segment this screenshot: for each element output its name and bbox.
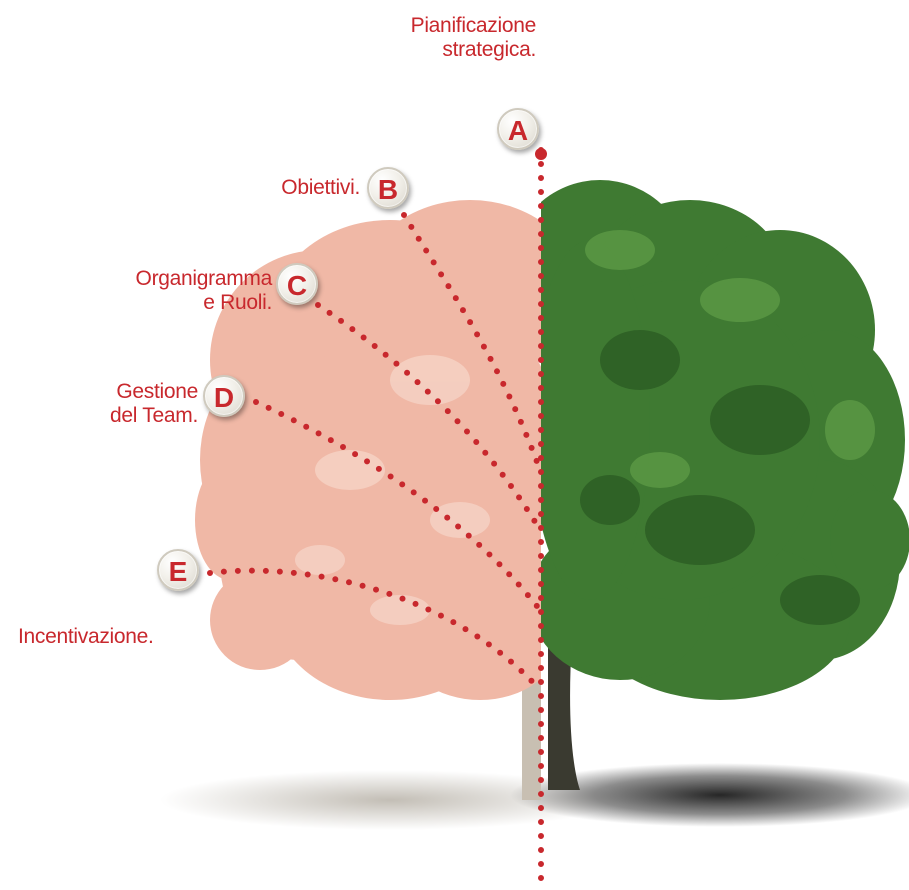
badge-b: B: [367, 167, 409, 209]
label-a-line1: Pianificazione: [330, 14, 536, 38]
label-e: Incentivazione.: [18, 625, 154, 649]
badge-d: D: [203, 375, 245, 417]
badge-c: C: [276, 263, 318, 305]
label-c-line2: e Ruoli.: [60, 291, 272, 315]
tree-right-green: [510, 180, 909, 790]
label-a-line2: strategica.: [330, 38, 536, 62]
label-a: Pianificazione strategica.: [330, 14, 536, 62]
label-d-line2: del Team.: [40, 404, 198, 428]
label-b: Obiettivi.: [200, 176, 360, 200]
label-e-line1: Incentivazione.: [18, 625, 154, 649]
label-d-line1: Gestione: [40, 380, 198, 404]
label-d: Gestione del Team.: [40, 380, 198, 428]
label-c: Organigramma e Ruoli.: [60, 267, 272, 315]
line-a-start-dot: [535, 148, 547, 160]
label-b-line1: Obiettivi.: [200, 176, 360, 200]
label-c-line1: Organigramma: [60, 267, 272, 291]
badge-a: A: [497, 108, 539, 150]
badge-e: E: [157, 549, 199, 591]
